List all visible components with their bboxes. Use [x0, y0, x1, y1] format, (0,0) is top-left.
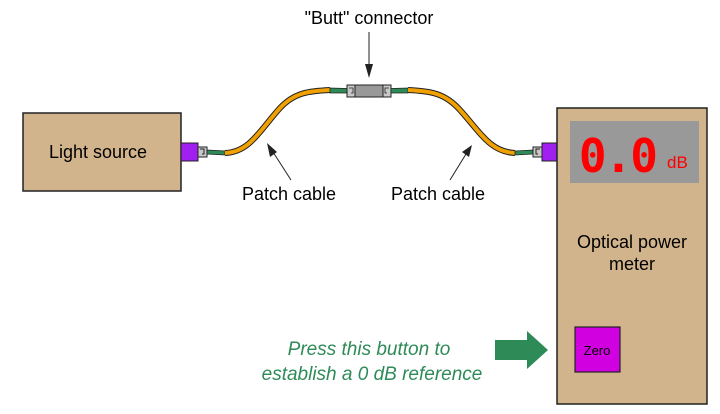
patch-cable-left [197, 87, 348, 158]
butt-connector [346, 84, 392, 98]
left-cable-jacket [224, 88, 331, 155]
light-source-label: Light source [49, 142, 147, 162]
butt-connector-pointer-arrow [365, 32, 373, 78]
meter-display-unit: dB [667, 153, 688, 172]
meter-display-value: 0.0 [579, 129, 656, 183]
patch-cable-right-label: Patch cable [391, 184, 485, 204]
meter-port [541, 142, 559, 162]
right-cable-boot [514, 149, 534, 156]
butt-connector-label: "Butt" connector [305, 8, 434, 28]
instruction-arrow-icon [495, 331, 548, 369]
patch-cable-left-pointer-arrow [267, 143, 292, 181]
meter-label-line1: Optical power [577, 232, 687, 252]
right-cable-jacket [407, 88, 516, 155]
patch-cable-right [390, 87, 543, 158]
patch-cable-left-label: Patch cable [242, 184, 336, 204]
right-cable-boot-mid [390, 87, 409, 94]
patch-cable-right-pointer-arrow [449, 145, 472, 181]
zero-button-label[interactable]: Zero [584, 343, 611, 358]
left-cable-boot [206, 149, 226, 156]
instruction-line2: establish a 0 dB reference [262, 364, 483, 385]
zero-button-face[interactable] [574, 326, 621, 373]
left-cable-boot-mid [329, 87, 348, 94]
light-source-port [180, 142, 199, 162]
light-source: Light source [22, 112, 199, 192]
left-cable-outline [224, 87, 331, 156]
optical-power-meter: 0.0 dB Optical power meter Zero [541, 107, 708, 405]
light-source-box [22, 112, 182, 192]
instruction-line1: Press this button to [288, 339, 451, 360]
zero-button[interactable]: Zero [574, 326, 621, 373]
meter-label-line2: meter [609, 254, 655, 274]
meter-display [570, 121, 699, 183]
right-cable-outline [407, 87, 516, 156]
